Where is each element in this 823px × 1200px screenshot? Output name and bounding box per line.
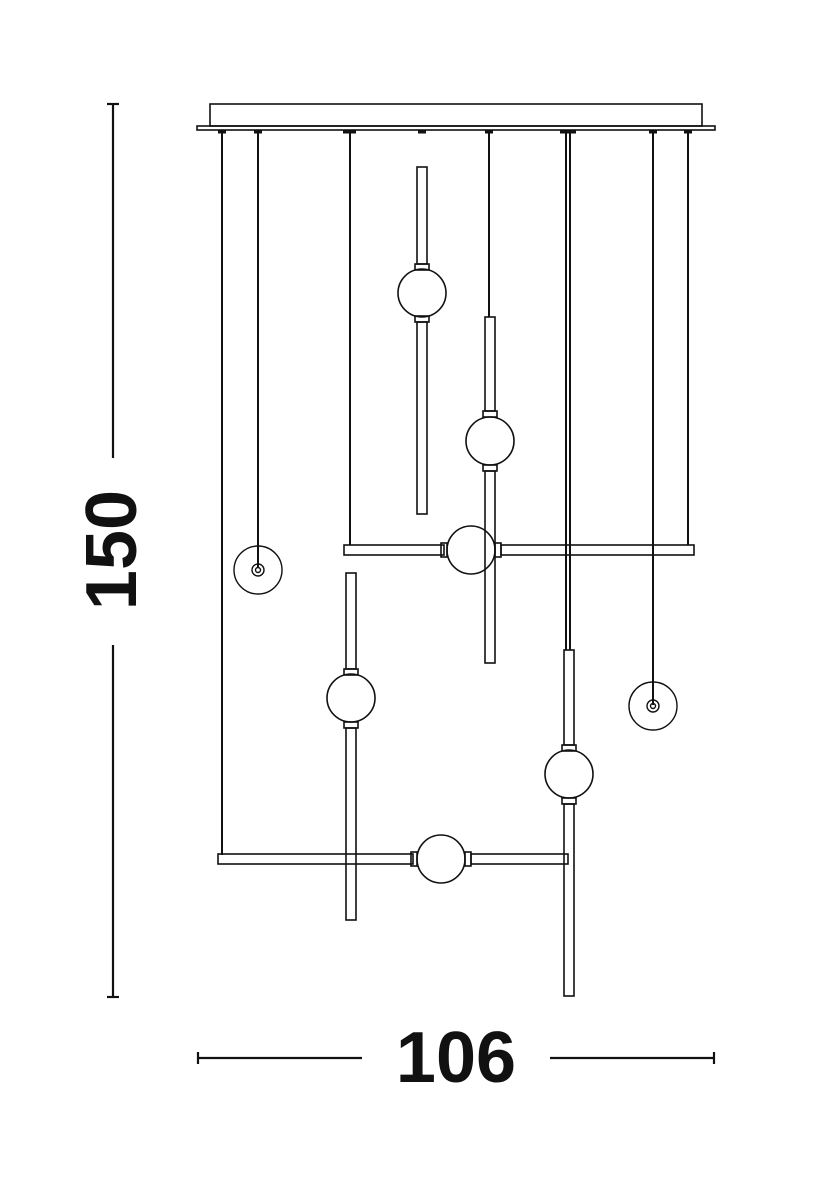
pendant-disc-2 — [628, 681, 678, 731]
width-dimension-line — [196, 1052, 716, 1064]
height-dimension-line — [107, 102, 119, 999]
pendant-disc-1 — [233, 545, 283, 595]
pendant-rod-globe-1 — [397, 166, 447, 515]
pendant-rod-globe-4 — [544, 649, 594, 997]
suspension-cables — [221, 131, 689, 855]
pendant-rod-globe-2 — [465, 316, 515, 664]
pendant-rod-globe-3 — [326, 572, 376, 921]
ceiling-canopy — [196, 103, 716, 131]
pendant-bar-globe-1 — [343, 525, 695, 575]
width-dimension-label: 106 — [395, 1018, 517, 1098]
height-dimension-label: 150 — [72, 489, 152, 611]
pendant-bar-globe-2 — [217, 834, 569, 884]
